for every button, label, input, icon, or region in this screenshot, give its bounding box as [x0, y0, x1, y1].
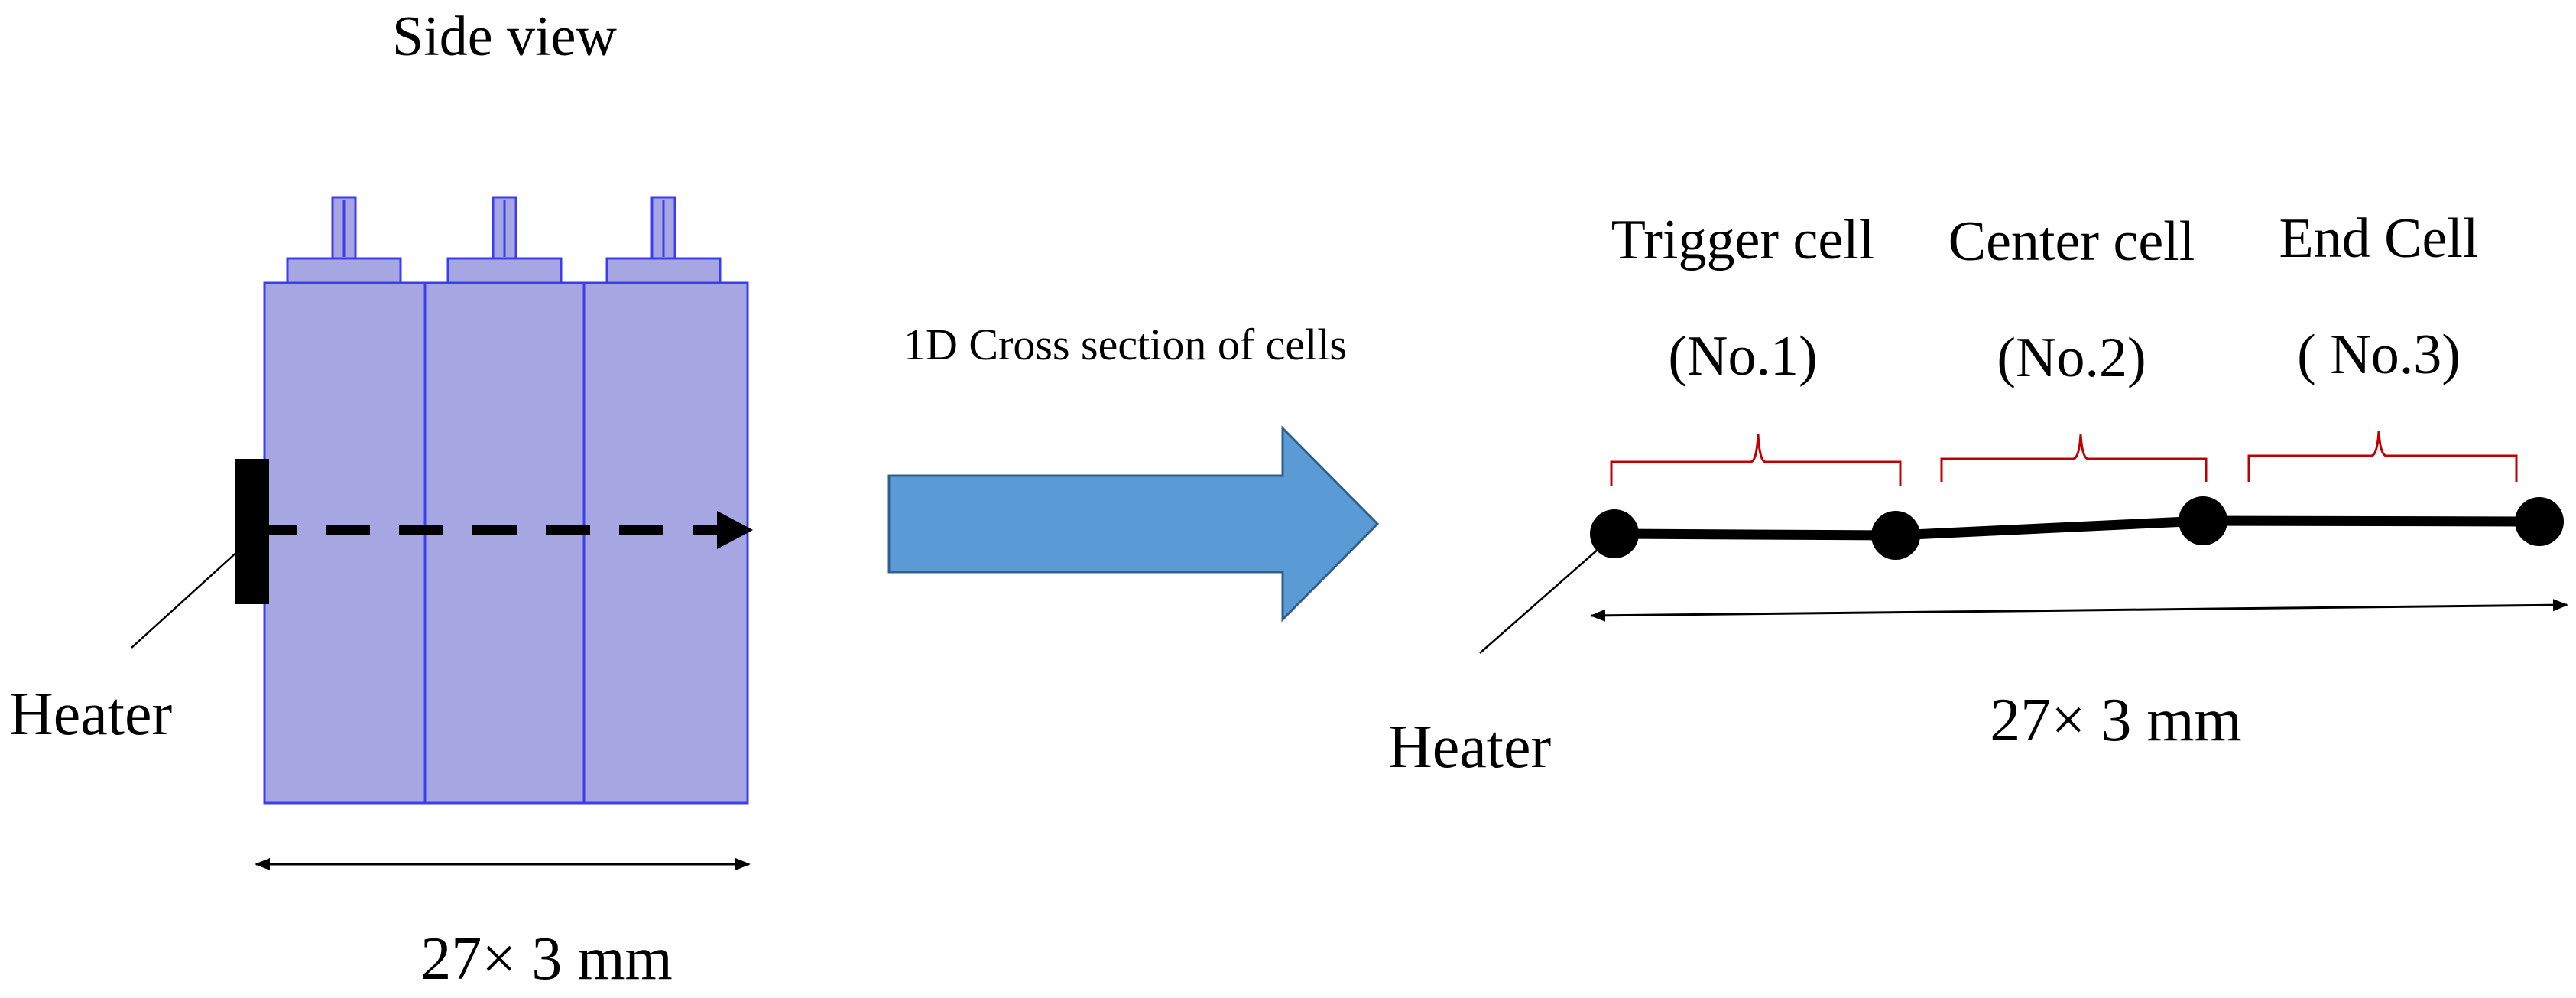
cell-number-center: (No.2)	[1997, 327, 2146, 389]
terminal-1	[286, 196, 402, 284]
side-view-title: Side view	[392, 5, 617, 68]
transform-arrow-group: 1D Cross section of cells	[887, 320, 1380, 623]
cell-labels: Trigger cell (No.1) Center cell (No.2) E…	[1611, 207, 2479, 389]
heater-block	[235, 459, 269, 604]
brace-center-cell	[1940, 434, 2208, 482]
cell-name-center: Center cell	[1948, 210, 2195, 273]
brace-end-cell	[2247, 431, 2518, 482]
cell-name-end: End Cell	[2279, 207, 2478, 270]
cell-name-trigger: Trigger cell	[1611, 209, 1875, 271]
heater-leader-line-right	[1479, 542, 1606, 654]
cross-section-arrowhead	[717, 511, 753, 549]
heater-leader-line	[131, 550, 239, 649]
one-d-model-panel: Trigger cell (No.1) Center cell (No.2) E…	[1388, 207, 2568, 781]
cell-bodies	[263, 281, 749, 805]
cell-number-end: ( No.3)	[2297, 323, 2461, 386]
side-view-panel: Side view	[9, 5, 753, 993]
node-3	[2179, 496, 2227, 545]
heater-label-left: Heater	[9, 681, 172, 748]
node-4	[2515, 497, 2564, 546]
heater-label-right: Heater	[1388, 714, 1551, 781]
terminal-3	[605, 196, 722, 284]
dimension-arrow-right	[1590, 599, 2568, 622]
one-d-model-line	[1614, 515, 2540, 541]
brace-trigger-cell	[1610, 434, 1902, 486]
cross-section-caption: 1D Cross section of cells	[904, 320, 1347, 369]
dimension-label-right: 27× 3 mm	[1990, 687, 2242, 754]
cell-body-1	[263, 281, 427, 805]
cell-number-trigger: (No.1)	[1668, 325, 1817, 388]
node-2	[1871, 511, 1920, 560]
big-right-arrow	[887, 425, 1380, 623]
cell-braces	[1610, 431, 2518, 486]
dimension-label-left: 27× 3 mm	[420, 925, 673, 993]
cell-terminals	[286, 196, 722, 284]
terminal-2	[446, 196, 563, 284]
cell-body-2	[423, 281, 586, 805]
